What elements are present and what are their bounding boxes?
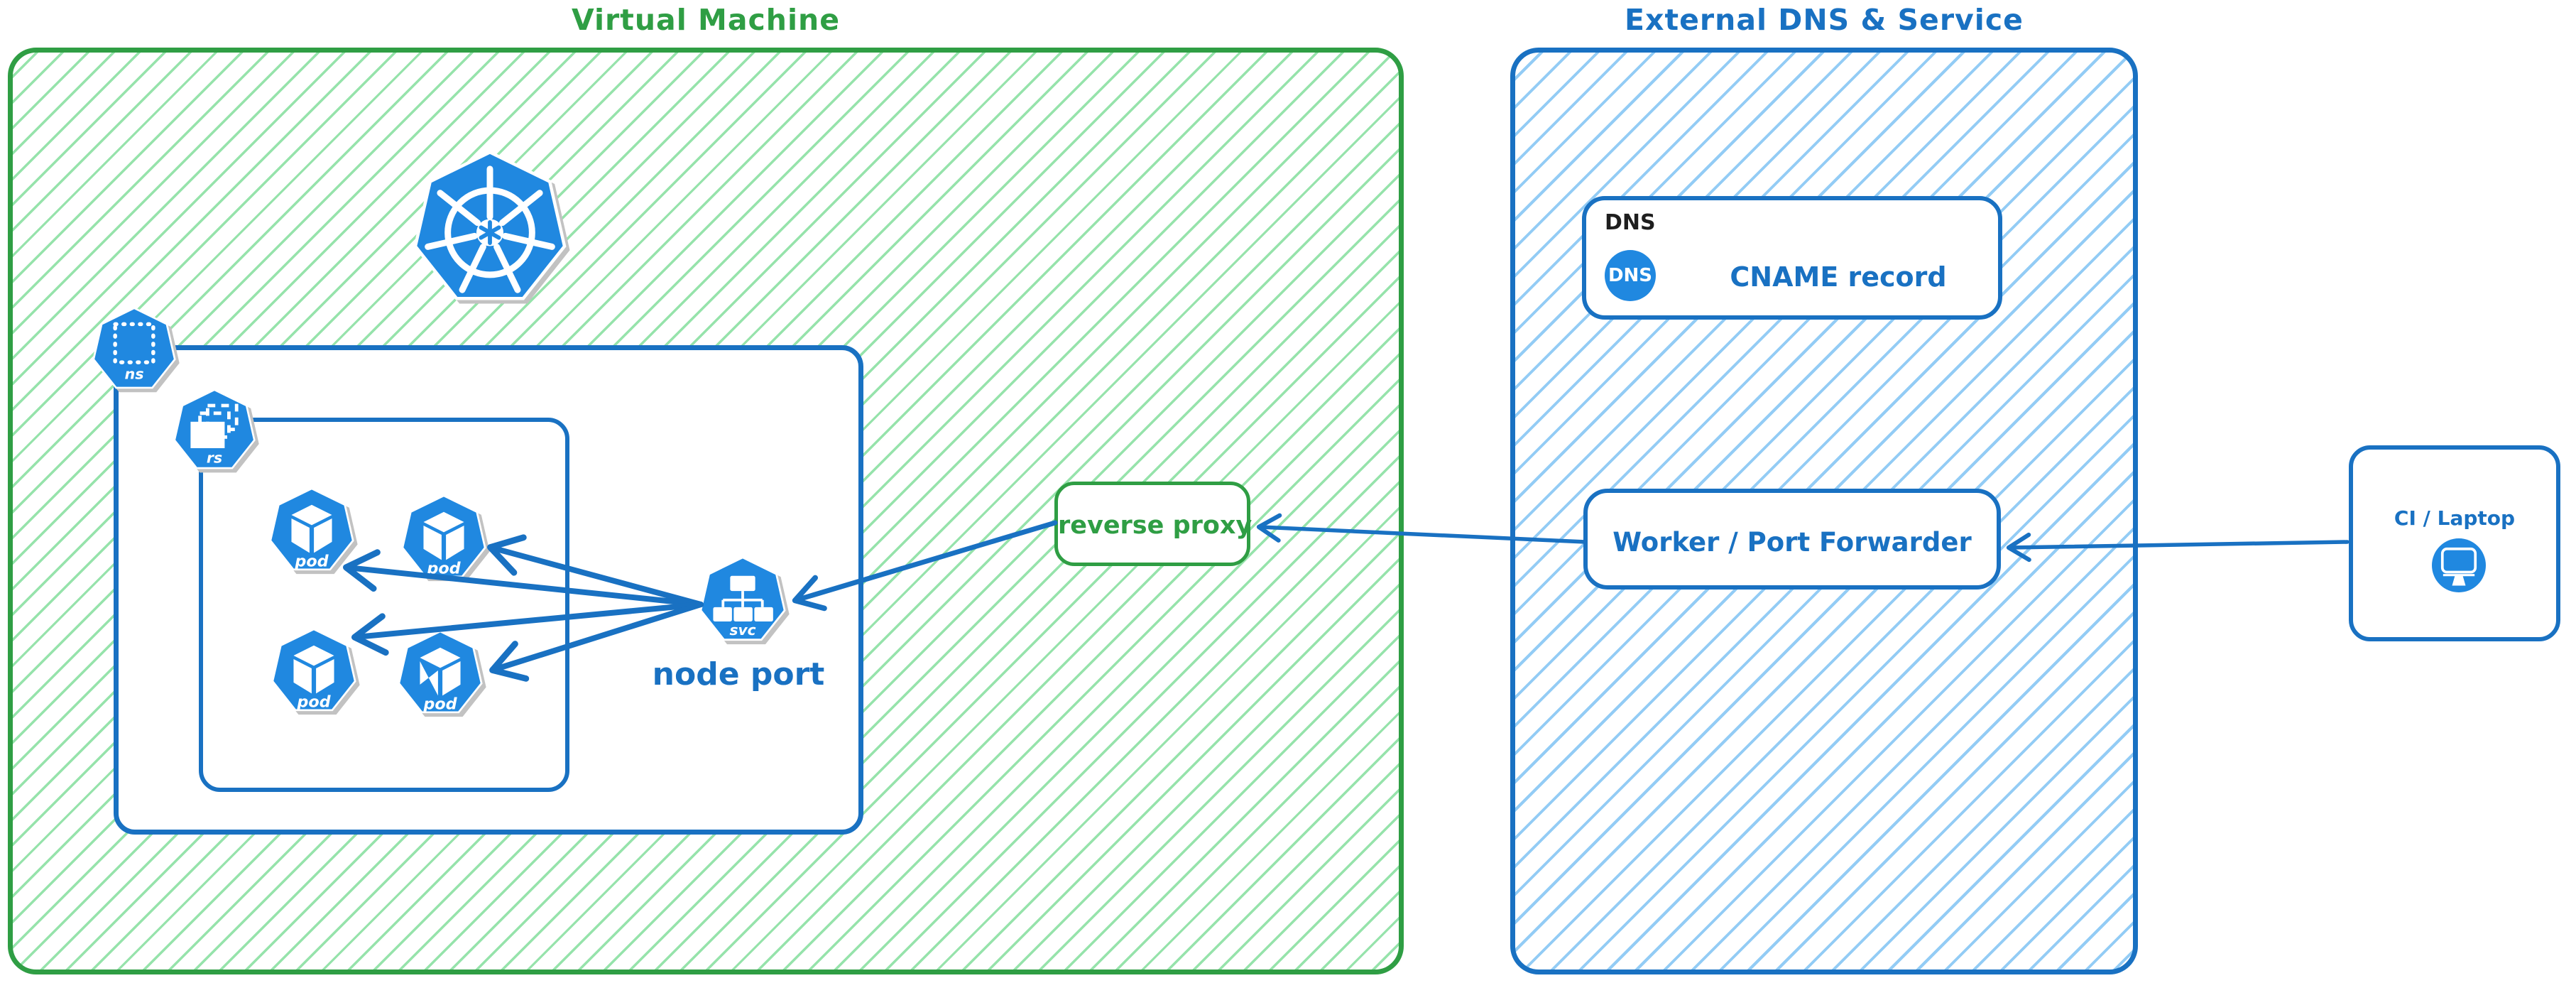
service-icon: svc bbox=[698, 556, 787, 646]
client-box: CI / Laptop bbox=[2349, 445, 2560, 641]
cube-glyph bbox=[291, 504, 332, 553]
dns-tag: DNS bbox=[1605, 210, 1656, 235]
kubernetes-logo-icon bbox=[410, 148, 569, 311]
vm-group-title: Virtual Machine bbox=[571, 3, 841, 37]
namespace-icon-label: ns bbox=[124, 365, 143, 382]
cname-record-label: CNAME record bbox=[1730, 261, 1947, 293]
pod-icon-4: pod bbox=[396, 630, 484, 718]
pod-icon-1: pod bbox=[268, 487, 356, 575]
service-icon-label: svc bbox=[729, 621, 755, 639]
cube-glyph bbox=[420, 647, 461, 696]
replicaset-icon: rs bbox=[172, 388, 257, 474]
cube-glyph bbox=[293, 645, 334, 694]
dotted-square-glyph bbox=[113, 322, 155, 364]
pod-icon-label: pod bbox=[426, 560, 461, 578]
pod-icon-label: pod bbox=[296, 693, 331, 712]
worker-box: Worker / Port Forwarder bbox=[1583, 489, 2001, 590]
reverse-proxy-label: reverse proxy bbox=[1058, 511, 1252, 540]
replicaset-icon-label: rs bbox=[207, 449, 222, 466]
worker-label: Worker / Port Forwarder bbox=[1612, 527, 1972, 558]
dns-icon-text: DNS bbox=[1608, 265, 1653, 286]
dns-record-box: DNS DNS CNAME record bbox=[1582, 196, 2002, 320]
dns-icon: DNS bbox=[1605, 250, 1656, 301]
pod-icon-2: pod bbox=[400, 494, 488, 582]
tree-glyph bbox=[713, 575, 773, 621]
pod-icon-label: pod bbox=[422, 695, 457, 714]
laptop-icon bbox=[2432, 538, 2486, 592]
reverse-proxy-box: reverse proxy bbox=[1054, 482, 1252, 566]
external-group-title: External DNS & Service bbox=[1625, 3, 2024, 37]
pod-icon-label: pod bbox=[294, 553, 329, 571]
pod-icon-3: pod bbox=[270, 628, 358, 716]
node-port-caption: node port bbox=[652, 656, 825, 693]
client-label: CI / Laptop bbox=[2394, 506, 2516, 530]
namespace-icon: ns bbox=[90, 307, 178, 393]
cube-glyph bbox=[423, 511, 464, 560]
